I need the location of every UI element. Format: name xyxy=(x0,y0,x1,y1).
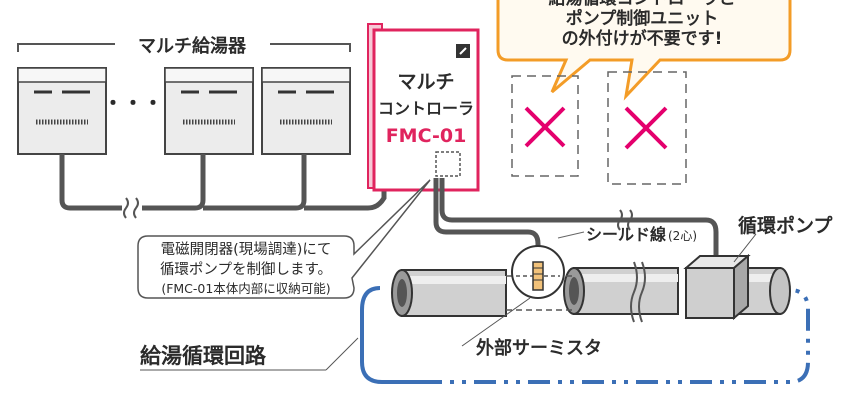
callout-orange-line2: ポンプ制御ユニット xyxy=(566,8,719,29)
controller-model: FMC-01 xyxy=(386,125,467,147)
shield-wire-note: (2心) xyxy=(668,229,697,243)
pipe-middle xyxy=(563,267,679,315)
circulation-pump xyxy=(683,253,751,321)
pipe-break-mark xyxy=(630,261,646,323)
shield-wire-cables xyxy=(433,178,719,268)
callout-orange-line1: 給湯循環コントローラと xyxy=(549,0,736,9)
controller-name-line1: マルチ xyxy=(397,71,454,93)
shield-wire-label: シールド線 xyxy=(586,225,666,244)
callout-white-line2: 循環ポンプを制御します。 xyxy=(160,261,332,278)
water-heater xyxy=(261,67,351,155)
multi-controller xyxy=(367,23,480,192)
water-heater xyxy=(17,67,107,155)
water-heater xyxy=(164,67,254,155)
unneeded-unit-box xyxy=(607,71,687,185)
shield-wire-break-mark xyxy=(617,209,633,231)
pump-label: 循環ポンプ xyxy=(738,214,833,237)
controller-name-line2: コントローラ xyxy=(378,99,474,118)
circuit-leader xyxy=(325,337,359,371)
pump-leader xyxy=(733,233,757,263)
external-thermistor xyxy=(511,245,565,299)
shield-wire-leader xyxy=(557,231,585,239)
callout-white-line1: 電磁開閉器(現場調達)にて xyxy=(161,241,332,258)
callout-white-line3: (FMC-01本体内部に収納可能) xyxy=(161,281,330,296)
thermistor-leader xyxy=(461,297,531,347)
pipe-left xyxy=(391,269,507,317)
heater-group-label: マルチ給湯器 xyxy=(138,35,247,57)
cable-break-mark xyxy=(123,197,139,219)
unneeded-unit-box xyxy=(511,75,579,177)
callout-orange-line3: の外付けが不要です! xyxy=(562,28,723,49)
callout-orange-bubble xyxy=(496,0,792,101)
heater-ellipsis: ・・・ xyxy=(103,91,163,115)
heater-group-bracket xyxy=(17,43,351,52)
thermistor-label: 外部サーミスタ xyxy=(476,337,602,359)
heater-cables xyxy=(59,154,387,211)
circulation-circuit-loop xyxy=(360,286,810,384)
callout-white-bubble xyxy=(137,179,431,299)
circuit-label: 給湯循環回路 xyxy=(140,344,267,368)
